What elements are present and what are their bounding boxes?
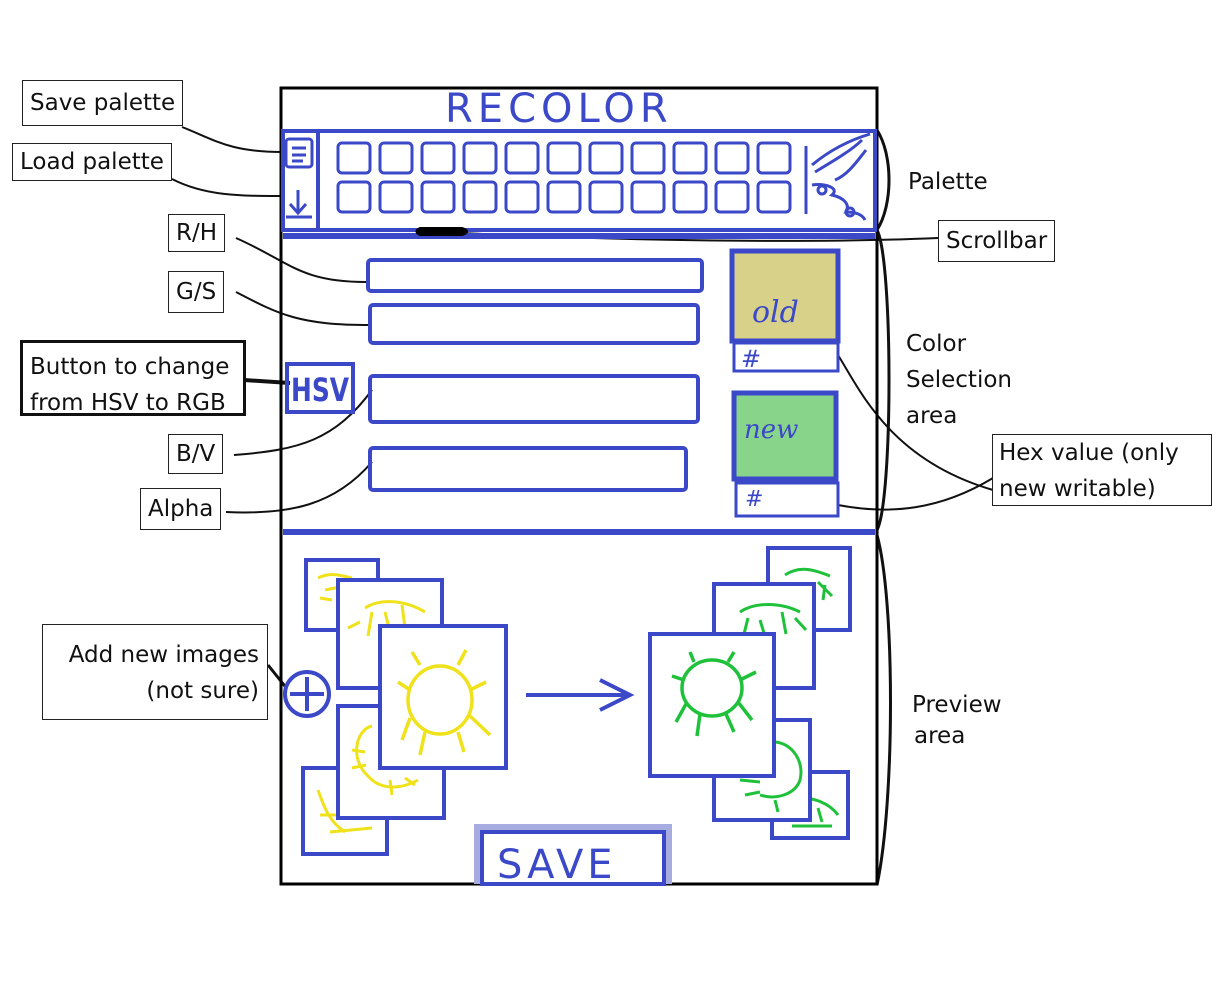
annotation-add-images-line2: (not sure) — [146, 678, 259, 704]
alpha-input[interactable] — [368, 446, 688, 492]
new-hex-prefix: # — [745, 487, 763, 512]
connector-g-s — [235, 291, 371, 326]
connector-hex-new — [837, 477, 994, 511]
palette-swatch-slot[interactable] — [462, 141, 498, 175]
r-h-input[interactable] — [366, 258, 704, 293]
palette-swatch-slot[interactable] — [504, 141, 540, 175]
before-image-main — [378, 624, 508, 770]
annotation-hex-value-line1: Hex value (only — [999, 440, 1179, 466]
palette-swatch-slot[interactable] — [462, 180, 498, 214]
palette-swatch-slot[interactable] — [714, 141, 750, 175]
g-s-input[interactable] — [368, 303, 700, 345]
connector-hsv — [243, 378, 291, 385]
b-v-input[interactable] — [368, 374, 700, 424]
annotation-preview: Preview area — [912, 690, 1002, 752]
palette-swatch-slot[interactable] — [378, 180, 414, 214]
palette-swatch-slot[interactable] — [378, 141, 414, 175]
palette-scroll-scribble-icon — [811, 132, 871, 221]
old-hex-prefix: # — [741, 345, 761, 373]
palette-swatch-slot[interactable] — [588, 180, 624, 214]
brace-color-selection — [875, 229, 891, 531]
after-image-main — [648, 632, 776, 778]
brace-palette — [875, 129, 891, 231]
palette-swatch-slot[interactable] — [546, 141, 582, 175]
annotation-hsv-toggle-line1: Button to change — [30, 354, 230, 380]
old-hex-field — [732, 341, 840, 373]
annotation-hex-value-line2: new writable) — [999, 476, 1156, 502]
annotation-add-images-line1: Add new images — [68, 642, 259, 668]
annotation-palette: Palette — [908, 169, 988, 195]
connector-b-v — [233, 389, 373, 456]
palette-swatch-slot[interactable] — [630, 141, 666, 175]
connector-save-palette — [181, 126, 283, 153]
new-hex-input[interactable] — [734, 481, 840, 518]
annotation-scrollbar: Scrollbar — [938, 220, 1056, 262]
save-palette-icon[interactable] — [284, 137, 314, 169]
palette-swatch-slot[interactable] — [672, 141, 708, 175]
hsv-toggle-button[interactable] — [285, 362, 355, 414]
annotation-color-selection: Color Selection area — [906, 326, 1012, 434]
annotation-preview-line2: area — [914, 723, 966, 749]
connector-alpha — [225, 461, 373, 514]
new-swatch-label: new — [744, 415, 798, 445]
palette-swatch-slot[interactable] — [336, 180, 372, 214]
save-button[interactable] — [480, 830, 666, 886]
palette-swatch-slot[interactable] — [420, 180, 456, 214]
annotation-alpha: Alpha — [140, 488, 222, 530]
old-swatch-label: old — [752, 295, 799, 330]
annotation-hsv-toggle-line2: from HSV to RGB — [30, 390, 226, 416]
annotation-b-v: B/V — [168, 434, 224, 474]
palette-scrollbar-thumb[interactable] — [415, 227, 469, 236]
save-button-label: SAVE — [497, 842, 617, 888]
annotation-color-selection-line3: area — [906, 403, 958, 429]
connector-lines — [171, 126, 994, 886]
annotation-load-palette: Load palette — [12, 143, 172, 181]
palette-swatch-slot[interactable] — [420, 141, 456, 175]
palette-swatch-grid — [336, 141, 792, 214]
palette-swatch-slot[interactable] — [546, 180, 582, 214]
annotation-preview-line1: Preview — [912, 692, 1002, 718]
connector-load-palette — [171, 178, 285, 197]
palette-swatch-slot[interactable] — [504, 180, 540, 214]
palette-swatch-slot[interactable] — [756, 180, 792, 214]
annotation-hex-value: Hex value (only new writable) — [992, 434, 1212, 506]
annotation-color-selection-line1: Color — [906, 331, 967, 357]
connector-hex-old — [837, 354, 994, 491]
palette-swatch-slot[interactable] — [630, 180, 666, 214]
annotation-save-palette: Save palette — [22, 80, 184, 126]
annotation-color-selection-line2: Selection — [906, 367, 1012, 393]
load-palette-icon[interactable] — [286, 190, 312, 219]
palette-swatch-slot[interactable] — [672, 180, 708, 214]
hsv-toggle-label: HSV — [291, 371, 350, 409]
annotation-hsv-toggle: Button to change from HSV to RGB — [20, 340, 246, 416]
annotation-r-h: R/H — [168, 214, 226, 252]
brace-preview — [875, 534, 892, 886]
new-color-swatch — [731, 390, 839, 482]
preview-after-stack — [648, 546, 852, 840]
palette-swatch-slot[interactable] — [336, 141, 372, 175]
connector-r-h — [235, 237, 367, 283]
old-color-swatch — [729, 248, 841, 344]
palette-swatch-slot[interactable] — [588, 141, 624, 175]
palette-swatch-slot[interactable] — [756, 141, 792, 175]
app-title: RECOLOR — [445, 86, 673, 132]
annotation-g-s: G/S — [168, 271, 225, 313]
add-images-button[interactable] — [283, 670, 331, 718]
preview-arrow-icon — [526, 678, 635, 712]
annotation-add-images: Add new images (not sure) — [42, 624, 268, 720]
palette-swatch-slot[interactable] — [714, 180, 750, 214]
preview-before-stack — [301, 558, 508, 856]
palette-area — [281, 129, 877, 239]
